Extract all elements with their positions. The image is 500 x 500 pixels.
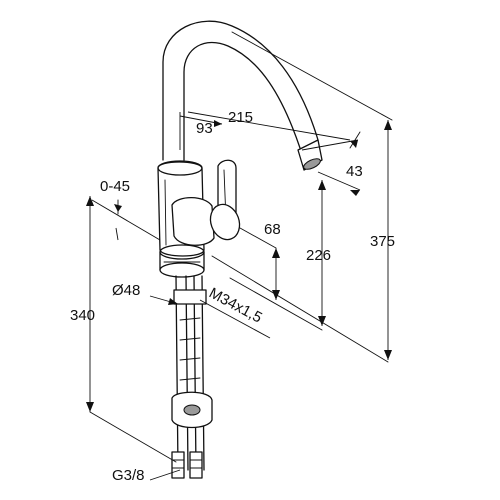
faucet-outline xyxy=(157,20,323,479)
mounting-nut xyxy=(173,289,207,305)
label-below-counter: 340 xyxy=(70,307,95,324)
fitting-right xyxy=(189,451,203,479)
ext-line-226 xyxy=(229,277,323,331)
ext-line-68 xyxy=(239,227,277,249)
clamp-screw xyxy=(183,404,201,416)
dimension-lines xyxy=(86,31,393,481)
spout-outer-curve xyxy=(162,20,319,161)
arrow-226-top xyxy=(318,180,326,190)
body-highlight xyxy=(164,179,167,246)
ext-line-base xyxy=(211,255,389,363)
arrow-dia48 xyxy=(168,298,178,305)
lever-hub xyxy=(171,196,215,246)
label-spout-offset: 93 xyxy=(196,120,213,137)
fitting-threads xyxy=(171,459,203,469)
label-connection: G3/8 xyxy=(112,467,145,484)
label-swivel-range: 0-45 xyxy=(100,178,130,195)
arrow-68-bottom xyxy=(272,290,280,300)
label-base-diameter: Ø48 xyxy=(112,282,140,299)
ext-line-215 xyxy=(231,31,393,149)
arrow-68-top xyxy=(272,248,280,258)
dim-line-thread xyxy=(199,299,271,339)
supply-hose-left xyxy=(175,275,189,471)
dim-line-215 xyxy=(187,111,351,141)
dim-line-g38 xyxy=(149,469,181,481)
label-spout-reach: 215 xyxy=(228,109,253,126)
arrow-43a xyxy=(350,140,358,148)
arrow-226-bottom xyxy=(318,316,326,326)
dim-line-43 xyxy=(301,139,361,191)
spout-inner-curve xyxy=(183,41,301,161)
base-collar xyxy=(159,251,205,271)
label-lever-height: 68 xyxy=(264,221,281,238)
arrow-340-top xyxy=(86,196,94,206)
arrow-43b xyxy=(350,190,360,196)
fitting-left xyxy=(171,451,185,479)
label-total-height: 375 xyxy=(370,233,395,250)
label-outlet-dia: 43 xyxy=(346,163,363,180)
supply-hose-right xyxy=(193,275,205,471)
arrow-340-bottom xyxy=(86,402,94,412)
hose-braid xyxy=(179,317,201,381)
ext-line-340 xyxy=(89,411,177,463)
base-ring-2 xyxy=(159,262,205,278)
label-outlet-height: 226 xyxy=(306,247,331,264)
body-top-ring xyxy=(157,160,203,176)
dim-line-0-45 xyxy=(91,199,161,241)
lever-cap xyxy=(209,203,241,241)
label-thread: M34x1,5 xyxy=(206,285,265,327)
arrow-93 xyxy=(214,120,222,127)
aerator xyxy=(303,158,321,170)
arrow-375-bottom xyxy=(384,350,392,360)
arrow-375-top xyxy=(384,120,392,130)
